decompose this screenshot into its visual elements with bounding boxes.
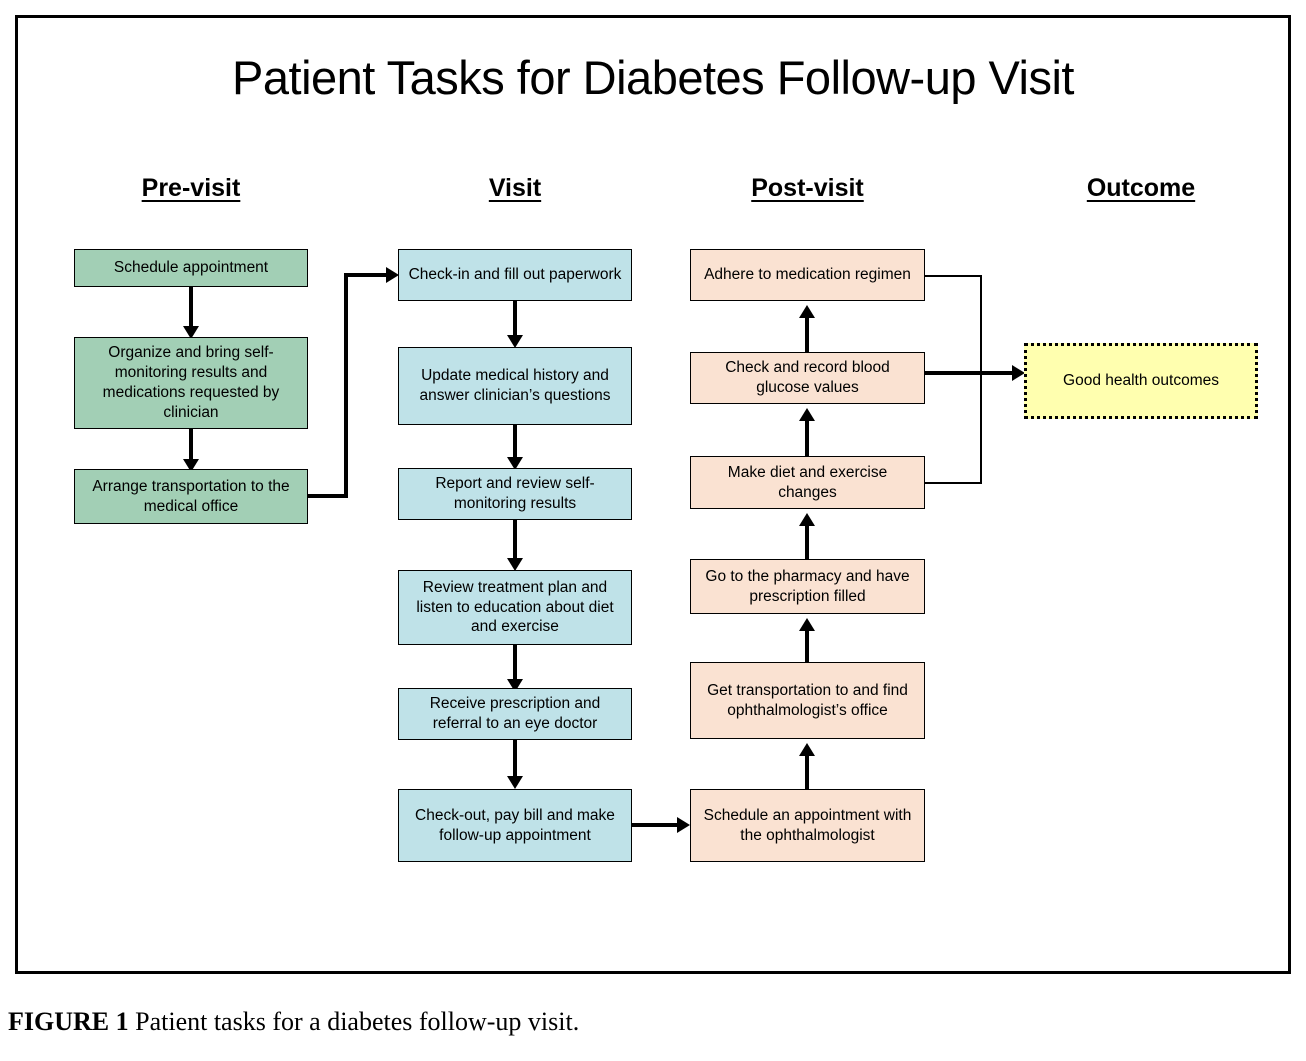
arrowhead-postvisit-2-1: [799, 305, 815, 318]
arrowhead-postvisit-3-2: [799, 408, 815, 421]
arrowhead-previsit-1-2: [183, 326, 199, 339]
node-get-transportation-ophthalmologist[interactable]: Get transportation to and find ophthalmo…: [690, 662, 925, 739]
node-diet-exercise-changes[interactable]: Make diet and exercise changes: [690, 456, 925, 509]
connector-postvisit-3-2: [805, 420, 809, 457]
connector-previsit-1-2: [189, 287, 193, 330]
connector-previsit-to-visit-seg3: [344, 273, 388, 277]
connector-visit-5-6: [513, 740, 517, 780]
arrowhead-visit-3-4: [507, 558, 523, 571]
connector-visit-4-5: [513, 645, 517, 683]
node-adhere-medication[interactable]: Adhere to medication regimen: [690, 249, 925, 301]
node-check-glucose[interactable]: Check and record blood glucose values: [690, 352, 925, 404]
figure-caption-label: FIGURE 1: [8, 1007, 129, 1036]
arrowhead-previsit-2-3: [183, 459, 199, 472]
bracket-branch-adhere-medication: [925, 275, 981, 277]
figure-caption-text: Patient tasks for a diabetes follow-up v…: [128, 1007, 580, 1036]
arrowhead-visit-1-2: [507, 335, 523, 348]
connector-visit-1-2: [513, 301, 517, 339]
bracket-branch-diet-exercise: [925, 482, 981, 484]
connector-visit-2-3: [513, 425, 517, 461]
arrowhead-previsit-to-visit: [386, 267, 399, 283]
connector-previsit-to-visit-seg2: [344, 273, 348, 498]
connector-postvisit-4-3: [805, 525, 809, 561]
node-arrange-transportation[interactable]: Arrange transportation to the medical of…: [74, 469, 308, 524]
arrowhead-postvisit-5-4: [799, 618, 815, 631]
connector-postvisit-5-4: [805, 630, 809, 663]
connector-visit-3-4: [513, 520, 517, 562]
node-report-results[interactable]: Report and review self-monitoring result…: [398, 468, 632, 520]
column-heading-visit: Visit: [488, 174, 542, 202]
arrowhead-postvisit-4-3: [799, 513, 815, 526]
arrowhead-visit-5-6: [507, 776, 523, 789]
connector-postvisit-2-1: [805, 317, 809, 352]
node-receive-prescription[interactable]: Receive prescription and referral to an …: [398, 688, 632, 740]
connector-previsit-2-3: [189, 429, 193, 463]
column-heading-pre-visit: Pre-visit: [141, 174, 241, 202]
node-schedule-appointment[interactable]: Schedule appointment: [74, 249, 308, 287]
node-schedule-ophthalmologist[interactable]: Schedule an appointment with the ophthal…: [690, 789, 925, 862]
connector-postvisit-6-5: [805, 755, 809, 789]
figure-caption: FIGURE 1 Patient tasks for a diabetes fo…: [8, 1007, 1298, 1037]
arrowhead-postvisit-6-5: [799, 743, 815, 756]
connector-postvisit-to-outcome: [925, 371, 1019, 375]
column-heading-outcome: Outcome: [1086, 174, 1196, 202]
node-good-health-outcomes[interactable]: Good health outcomes: [1024, 343, 1258, 419]
node-organize-and-bring[interactable]: Organize and bring self-monitoring resul…: [74, 337, 308, 429]
node-check-in[interactable]: Check-in and fill out paperwork: [398, 249, 632, 301]
column-heading-post-visit: Post-visit: [751, 174, 864, 202]
connector-previsit-to-visit-seg1: [308, 494, 348, 498]
arrowhead-visit-to-postvisit: [677, 817, 690, 833]
node-review-treatment-plan[interactable]: Review treatment plan and listen to educ…: [398, 570, 632, 645]
node-go-to-pharmacy[interactable]: Go to the pharmacy and have prescription…: [690, 559, 925, 614]
node-check-out[interactable]: Check-out, pay bill and make follow-up a…: [398, 789, 632, 862]
connector-visit-to-postvisit: [632, 823, 680, 827]
arrowhead-visit-2-3: [507, 457, 523, 470]
node-update-history[interactable]: Update medical history and answer clinic…: [398, 347, 632, 425]
bracket-spine: [980, 275, 982, 484]
arrowhead-postvisit-to-outcome: [1012, 365, 1025, 381]
page-title: Patient Tasks for Diabetes Follow-up Vis…: [232, 51, 1074, 104]
